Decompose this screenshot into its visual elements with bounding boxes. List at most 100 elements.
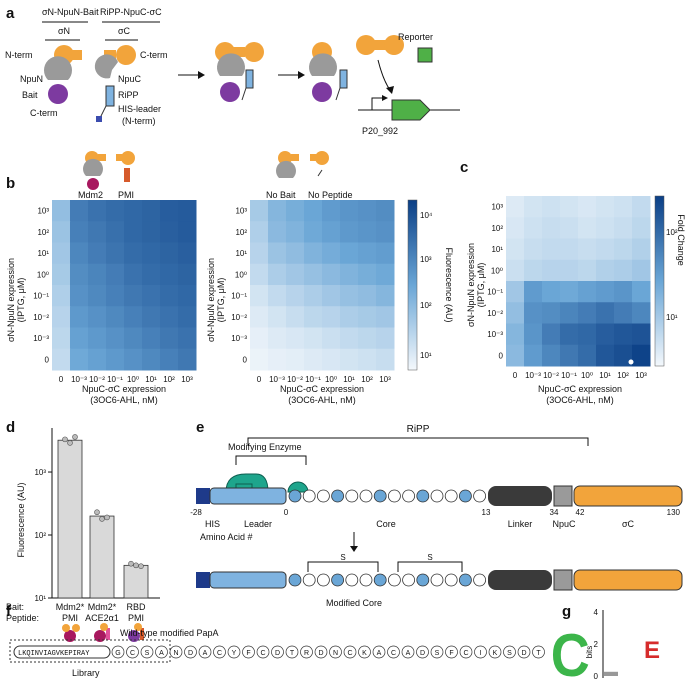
g-logo-letter-e: E: [644, 637, 660, 664]
heatmap-cell: [178, 200, 197, 222]
heatmap-cell: [340, 306, 359, 328]
heatmap-cell: [542, 344, 561, 367]
heatmap-cell: [524, 259, 543, 282]
heatmap-cell: [322, 242, 341, 265]
heatmap-cell: [88, 200, 107, 222]
e-pos-42: 42: [576, 508, 585, 517]
heatmap-cell: [124, 285, 143, 307]
heatmap-cell: [88, 263, 107, 286]
heatmap-cell: [632, 238, 651, 261]
heatmap-cell: [88, 242, 107, 265]
heatmap-cell: [376, 200, 395, 222]
heatmap-cell: [124, 200, 143, 222]
b-cbar-tick-0: 10⁴: [420, 211, 433, 220]
heatmap-x-tick: 0: [59, 375, 64, 384]
heatmap-cell: [250, 348, 269, 371]
heatmap-cell: [142, 285, 161, 307]
f-residue-letter: G: [115, 650, 120, 657]
c-xlabel-2: (3OC6-AHL, nM): [546, 395, 614, 405]
f-residue: [488, 645, 502, 659]
heatmap-x-tick: 10⁻³: [71, 375, 87, 384]
heatmap-cell: [632, 302, 651, 324]
d-peptide-2: PMI: [128, 613, 144, 623]
heatmap-cell: [340, 285, 359, 307]
f-residue-letter: R: [304, 650, 309, 657]
heatmap-cell: [178, 327, 197, 350]
d-bar: [123, 564, 149, 599]
e-npuc-block: [553, 485, 573, 507]
heatmap-cell: [560, 217, 579, 239]
heatmap-x-tick: 10²: [163, 375, 175, 384]
f-residue-letter: C: [391, 650, 396, 657]
heatmap-cell: [632, 323, 651, 346]
heatmap-cell: [560, 281, 579, 303]
f-residue: [358, 645, 371, 659]
f-residue: [401, 645, 415, 659]
d-point: [67, 440, 73, 446]
heatmap-cell: [542, 323, 561, 346]
heatmap-cell: [376, 263, 395, 286]
heatmap-cell: [542, 281, 561, 303]
e-pos-13: 13: [482, 508, 491, 517]
heatmap-y-tick: 10⁻²: [33, 313, 49, 322]
f-residue: [314, 645, 328, 659]
heatmap-x-tick: 10⁰: [325, 375, 337, 384]
f-residue: [343, 645, 357, 659]
heatmap-cell: [106, 285, 125, 307]
b-right-ylabel-2: (IPTG, μM): [216, 278, 226, 323]
heatmap-cell: [358, 327, 377, 350]
core-residue: [373, 573, 387, 587]
heatmap-cell: [506, 302, 525, 324]
heatmap-cell: [524, 196, 543, 218]
heatmap-cell: [124, 327, 143, 350]
f-residue-letter: D: [318, 650, 323, 657]
panel-label-b: b: [6, 175, 15, 192]
heatmap-cell: [88, 221, 107, 243]
npu-n-icon: [44, 56, 73, 80]
b-right-label-2: No Peptide: [308, 190, 353, 200]
heatmap-cell: [70, 306, 89, 328]
panel-f: f Wild-type modified PapA LKQINVIAGVKEPI…: [6, 603, 545, 678]
f-residue: [126, 645, 139, 659]
heatmap-cell: [124, 306, 143, 328]
f-residue-letter: C: [347, 650, 352, 657]
promoter-label: P20_992: [362, 126, 398, 136]
heatmap-y-tick: 10¹: [235, 249, 247, 258]
heatmap-cell: [560, 196, 579, 218]
heatmap-cell: [560, 302, 579, 324]
heatmap-x-tick: 10³: [181, 375, 193, 384]
heatmap-cell: [632, 217, 651, 239]
heatmap-cell: [376, 221, 395, 243]
d-bait-2: RBD: [126, 602, 146, 612]
b-right-label-1: No Bait: [266, 190, 296, 200]
f-residue-letter: D: [275, 650, 280, 657]
heatmap-cell: [560, 323, 579, 346]
c-term-right-label: C-term: [140, 50, 168, 60]
heatmap-cell: [578, 323, 597, 346]
heatmap-cell: [376, 285, 395, 307]
e-leader-block: [209, 487, 287, 505]
heatmap-y-tick: 10⁰: [491, 266, 503, 275]
heatmap-cell: [286, 285, 305, 307]
heatmap-cell: [250, 285, 269, 307]
heatmap-cell: [506, 196, 525, 218]
d-bar: [57, 439, 83, 599]
f-residue: [329, 645, 342, 659]
heatmap-y-tick: 10³: [491, 203, 503, 212]
g-logo-letter-c1: C: [551, 622, 590, 681]
heatmap-cell: [268, 200, 287, 222]
core-residue: [458, 573, 472, 587]
heatmap-cell: [614, 259, 633, 282]
f-title: Wild-type modified PapA: [120, 628, 219, 638]
d-point: [94, 509, 100, 516]
f-residue-letter: K: [362, 650, 367, 657]
his-n-term-label: (N-term): [122, 116, 156, 126]
sigma-c-label: σC: [118, 26, 131, 36]
b-right-ylabel-1: σN-NpuN expression: [206, 258, 216, 342]
heatmap-cell: [106, 263, 125, 286]
heatmap-cell: [578, 217, 597, 239]
b-cbar-tick-2: 10²: [420, 301, 432, 310]
